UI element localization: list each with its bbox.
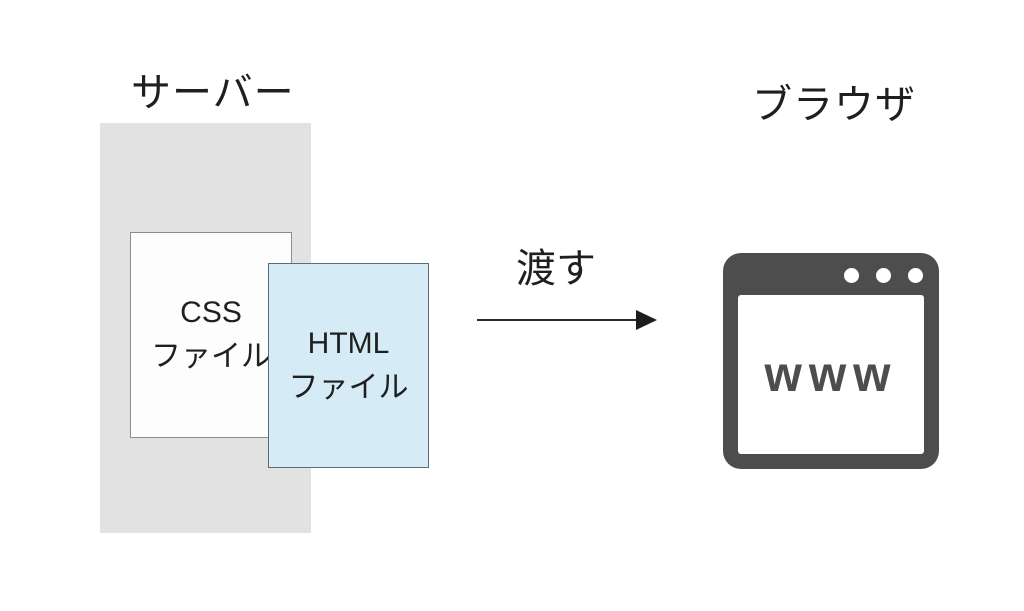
www-text: www (764, 346, 898, 403)
arrow-action-label: 渡す (516, 247, 596, 291)
browser-window-dots (844, 268, 923, 283)
server-label: サーバー (131, 71, 295, 115)
window-dot-icon (876, 268, 891, 283)
css-file-name: CSS (180, 296, 242, 329)
right-arrow-icon (477, 310, 657, 330)
browser-label: ブラウザ (752, 83, 916, 127)
css-file-card: CSS ファイル (130, 232, 292, 438)
html-file-name: HTML (307, 326, 390, 360)
window-dot-icon (844, 268, 859, 283)
css-file-type-label: ファイル (151, 340, 271, 373)
browser-viewport: www (738, 295, 924, 454)
html-file-card: HTML ファイル (268, 263, 429, 468)
browser-window-icon: www (723, 253, 939, 469)
html-file-type-label: ファイル (288, 370, 409, 404)
window-dot-icon (908, 268, 923, 283)
